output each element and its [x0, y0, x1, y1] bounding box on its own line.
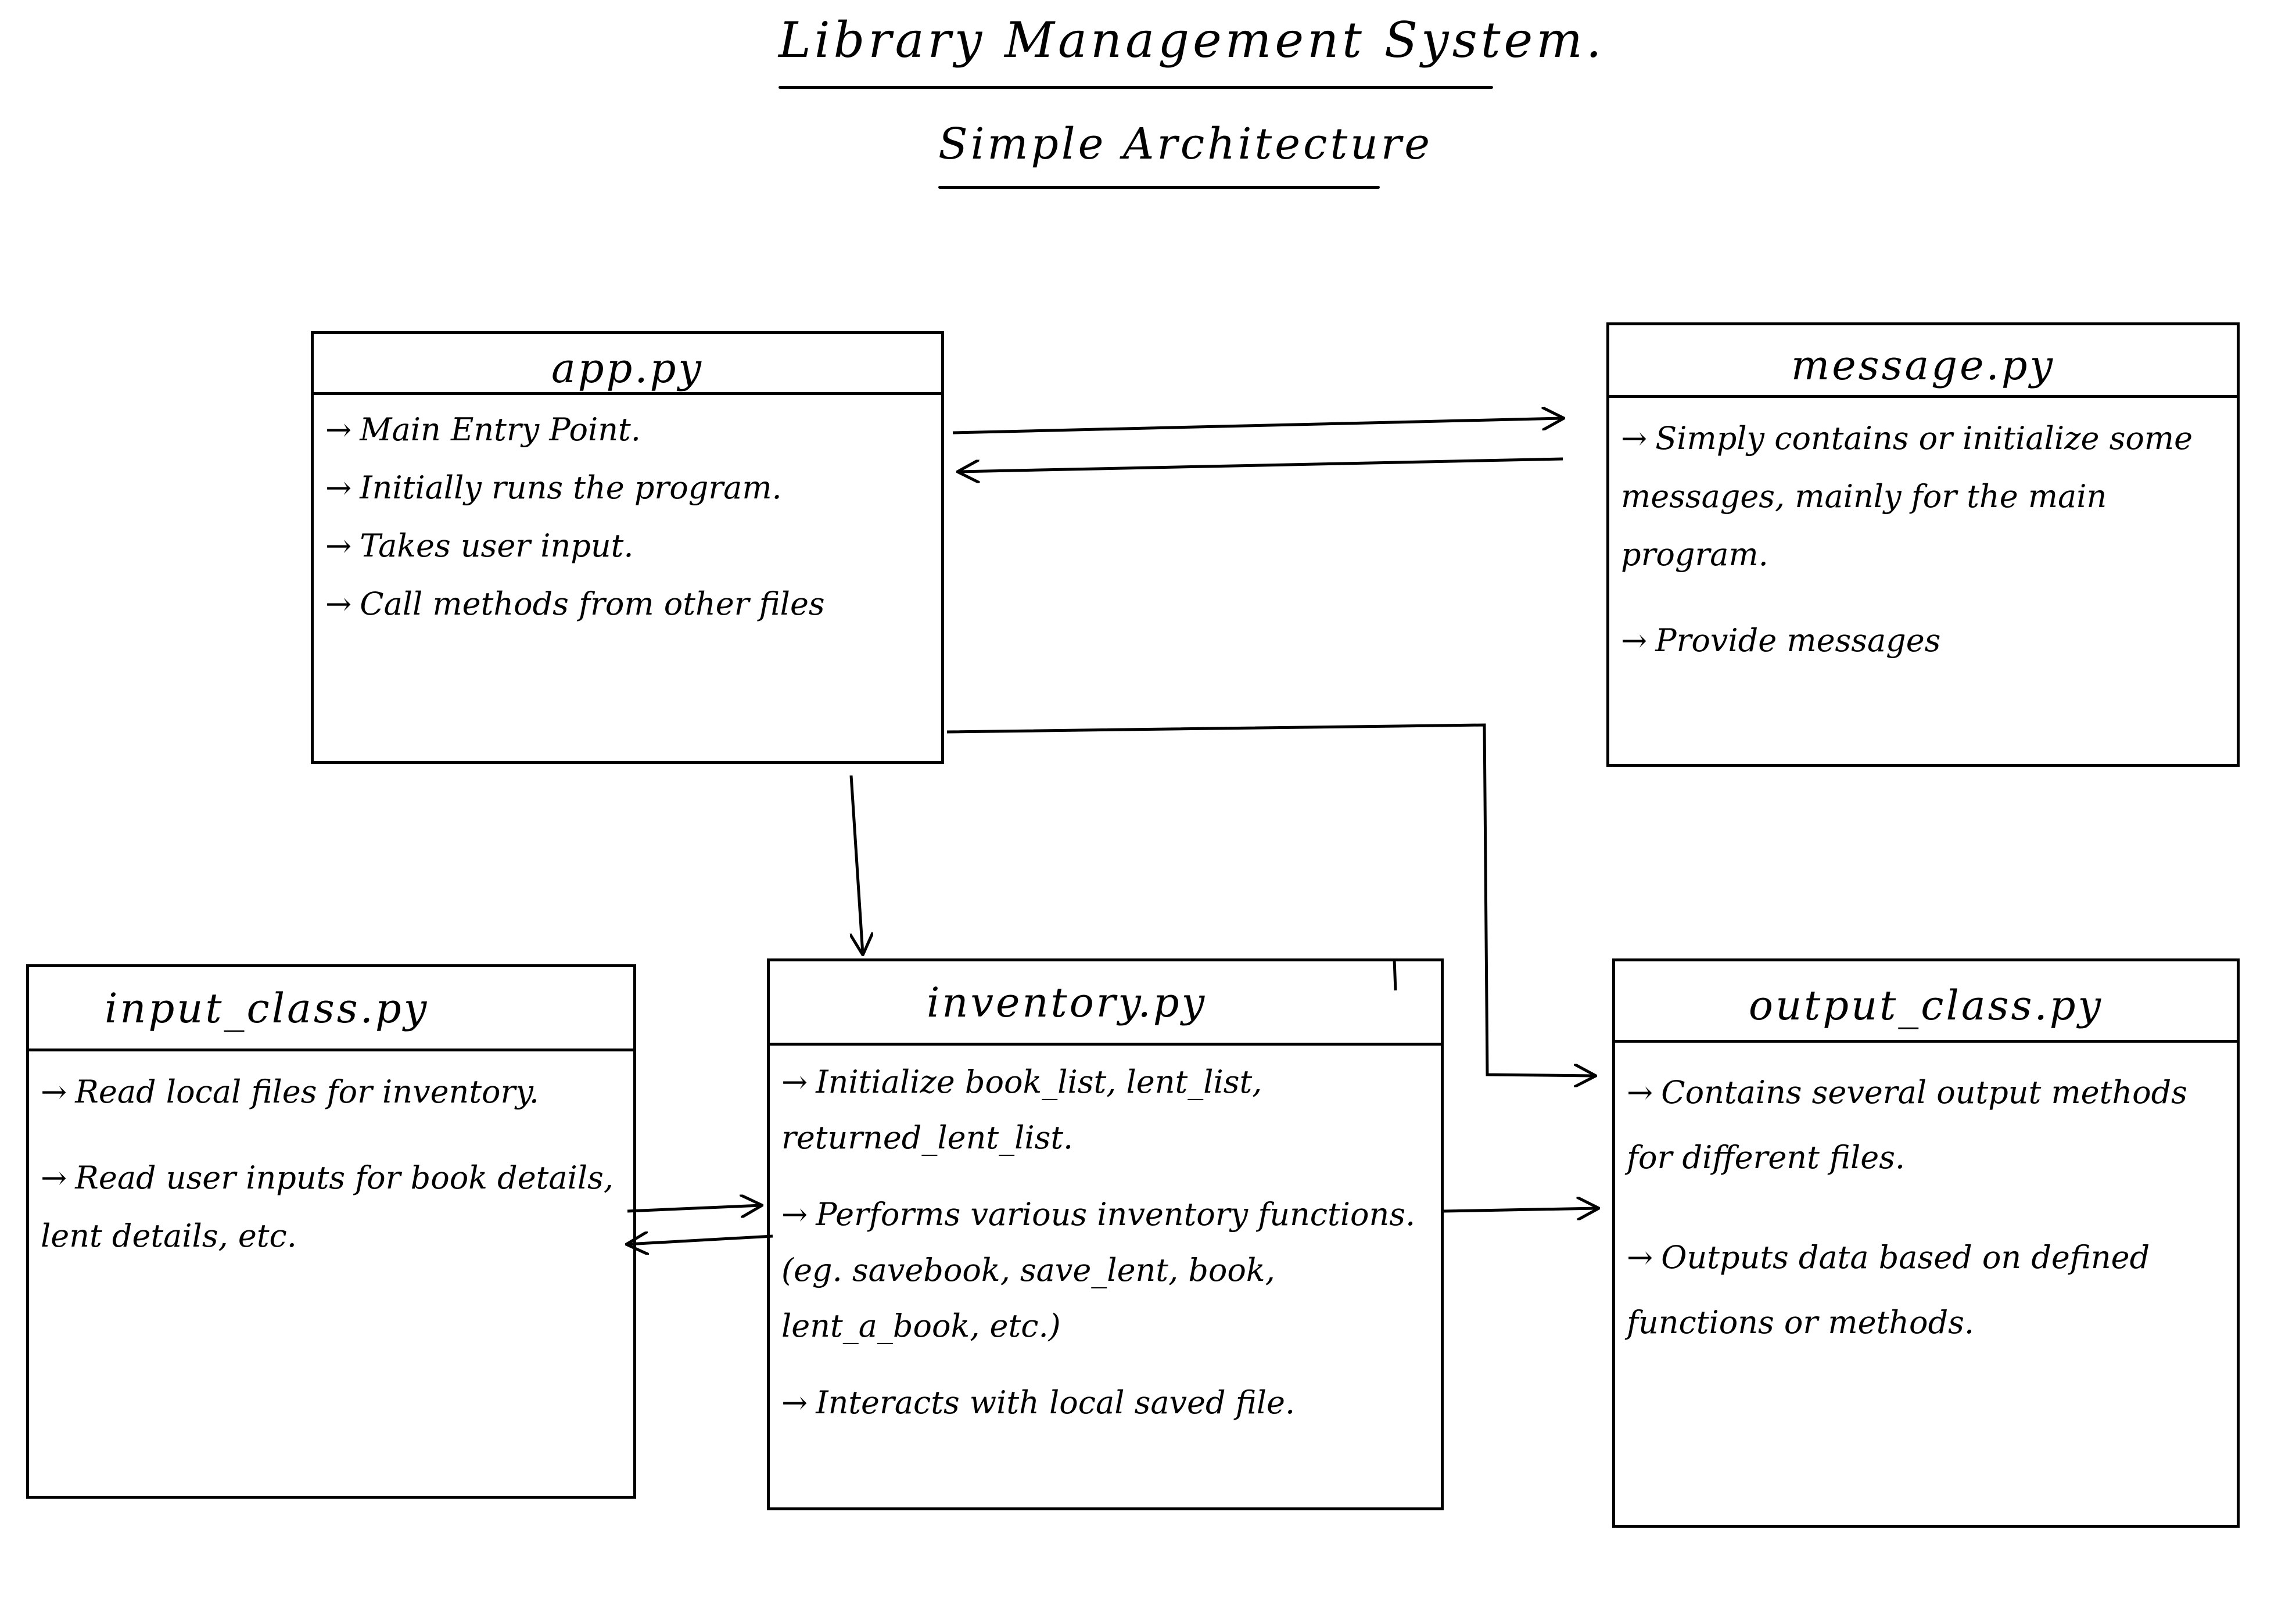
arrow-bullet-icon: →: [1621, 622, 1648, 659]
box-body: →Read local files for inventory. →Read u…: [41, 1063, 622, 1293]
app-to-output-arrow: [946, 723, 1595, 1076]
item-text: Main Entry Point.: [360, 411, 641, 448]
list-item: →Contains several output methods for dif…: [1627, 1060, 2225, 1190]
item-text: Simply contains or initialize some messa…: [1621, 420, 2193, 573]
item-text: Contains several output methods for diff…: [1627, 1074, 2187, 1176]
box-divider: [770, 1043, 1441, 1046]
message-to-app-arrow: [959, 457, 1563, 472]
arrow-bullet-icon: →: [781, 1064, 808, 1100]
arrow-bullet-icon: →: [781, 1384, 808, 1421]
box-body: →Initialize book_list, lent_list, return…: [781, 1054, 1429, 1431]
list-item: →Outputs data based on defined functions…: [1627, 1225, 2225, 1355]
box-title: message.py: [1791, 342, 2055, 389]
list-item: →Read user inputs for book details, lent…: [41, 1149, 622, 1265]
item-text: Interacts with local saved file.: [816, 1384, 1296, 1421]
input-to-inventory-arrow: [627, 1205, 761, 1211]
arrow-bullet-icon: →: [781, 1196, 808, 1233]
diagram-subtitle: Simple Architecture: [938, 119, 1433, 169]
arrow-bullet-icon: →: [325, 527, 352, 564]
item-text: Provide messages: [1655, 622, 1941, 659]
list-item: →Simply contains or initialize some mess…: [1621, 410, 2225, 584]
title-underline: [779, 86, 1493, 89]
item-text: Read user inputs for book details, lent …: [41, 1159, 614, 1254]
app-py-box: app.py →Main Entry Point. →Initially run…: [311, 331, 944, 764]
item-text: Outputs data based on defined functions …: [1627, 1239, 2150, 1341]
arrow-bullet-icon: →: [325, 469, 352, 506]
arrow-bullet-icon: →: [1627, 1074, 1653, 1111]
arrow-bullet-icon: →: [325, 411, 352, 448]
box-title: output_class.py: [1748, 982, 2104, 1029]
list-item: →Initially runs the program.: [325, 459, 930, 517]
inventory-corner-tick: [1393, 959, 1397, 991]
box-title: app.py: [551, 344, 704, 392]
box-body: →Contains several output methods for dif…: [1627, 1060, 2225, 1355]
arrow-bullet-icon: →: [1627, 1239, 1653, 1276]
list-item: →Provide messages: [1621, 612, 2225, 670]
box-title: inventory.py: [927, 979, 1207, 1026]
item-text: Initialize book_list, lent_list, returne…: [781, 1064, 1262, 1156]
list-item: →Read local files for inventory.: [41, 1063, 622, 1121]
item-text: Initially runs the program.: [360, 469, 782, 506]
arrow-bullet-icon: →: [325, 586, 352, 622]
app-to-inventory-arrow: [849, 775, 863, 954]
box-divider: [29, 1049, 633, 1051]
box-body: →Simply contains or initialize some mess…: [1621, 410, 2225, 698]
diagram-title: Library Management System.: [779, 12, 1605, 69]
input-class-py-box: input_class.py →Read local files for inv…: [26, 964, 636, 1499]
list-item: →Initialize book_list, lent_list, return…: [781, 1054, 1429, 1166]
box-body: →Main Entry Point. →Initially runs the p…: [325, 401, 930, 633]
inventory-to-output-arrow: [1443, 1208, 1598, 1211]
box-divider: [314, 392, 941, 395]
list-item: →Interacts with local saved file.: [781, 1375, 1429, 1431]
box-divider: [1615, 1040, 2237, 1043]
output-class-py-box: output_class.py →Contains several output…: [1612, 958, 2240, 1528]
item-text: Takes user input.: [360, 527, 634, 564]
app-to-message-arrow: [952, 418, 1563, 435]
item-text: Read local files for inventory.: [75, 1073, 539, 1110]
subtitle-underline: [938, 186, 1380, 189]
box-divider: [1609, 395, 2237, 398]
inventory-to-input-arrow: [627, 1236, 773, 1244]
arrow-bullet-icon: →: [41, 1159, 67, 1196]
inventory-py-box: inventory.py →Initialize book_list, lent…: [767, 958, 1444, 1510]
item-text: Call methods from other files: [360, 586, 825, 622]
box-title: input_class.py: [105, 985, 429, 1032]
arrow-bullet-icon: →: [1621, 420, 1648, 457]
item-text: Performs various inventory functions. (e…: [781, 1196, 1416, 1344]
arrow-bullet-icon: →: [41, 1073, 67, 1110]
list-item: →Takes user input.: [325, 517, 930, 575]
list-item: →Call methods from other files: [325, 575, 930, 633]
list-item: →Performs various inventory functions. (…: [781, 1187, 1429, 1354]
message-py-box: message.py →Simply contains or initializ…: [1606, 322, 2240, 767]
list-item: →Main Entry Point.: [325, 401, 930, 459]
